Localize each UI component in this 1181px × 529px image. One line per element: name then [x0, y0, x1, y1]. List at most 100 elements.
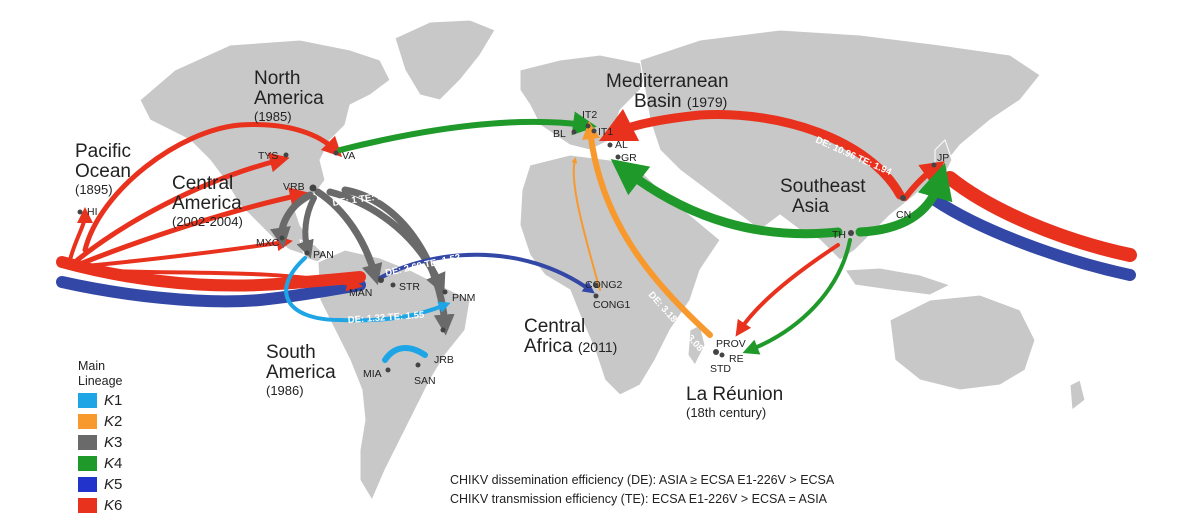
- region-pacific-name-1: Pacific: [75, 141, 131, 162]
- k6-to-mxc: [83, 235, 293, 268]
- legend-item: K2: [78, 411, 123, 431]
- site-hi: HI: [87, 206, 98, 218]
- flows: [56, 108, 1137, 363]
- region-sea-name-1: Southeast: [780, 176, 866, 197]
- region-caf-africa: Africa: [524, 336, 573, 357]
- site-cn: CN: [896, 209, 911, 221]
- new-zealand: [1069, 379, 1086, 411]
- region-med-name-1: Mediterranean: [606, 71, 729, 92]
- k6-to-vrb: [77, 187, 310, 267]
- legend-swatch: [78, 413, 97, 429]
- legend-item: K4: [78, 453, 123, 473]
- region-na-name-1: North: [254, 68, 301, 89]
- region-pacific-ocean: Pacific Ocean (1895): [75, 142, 131, 198]
- legend-letter: K: [104, 391, 115, 409]
- site-it1: IT1: [598, 126, 613, 138]
- region-caf-year: (2011): [577, 339, 618, 355]
- region-na-name-2: America: [254, 88, 324, 109]
- region-sa-name-2: America: [266, 362, 336, 383]
- k3-vrb-to-man: [314, 188, 383, 286]
- legend-title-1: Main: [78, 359, 106, 373]
- region-ca-name-1: Central: [172, 173, 234, 194]
- region-caf-name-1: Central: [524, 316, 586, 337]
- legend-swatch: [78, 434, 97, 450]
- region-sa-name-1: South: [266, 342, 316, 363]
- site-it2: IT2: [582, 109, 597, 121]
- site-str: STR: [399, 281, 420, 293]
- k6-th-to-prov: [735, 243, 840, 337]
- region-reunion-name: La Réunion: [686, 384, 784, 405]
- region-med-year: (1979): [686, 94, 728, 110]
- legend-letter: K: [104, 433, 115, 451]
- region-med-basin: Basin: [634, 91, 682, 112]
- legend-letter: K: [104, 475, 115, 493]
- k4-th-to-jp: [855, 162, 953, 237]
- region-mediterranean: Mediterranean Basin (1979): [606, 72, 729, 112]
- k3-vrb-to-mxc: [270, 191, 314, 249]
- site-gr: GR: [621, 152, 637, 164]
- legend-label: K3: [104, 433, 123, 451]
- region-na-year: (1985): [254, 109, 292, 124]
- site-jrb: JRB: [434, 354, 454, 366]
- site-pan: PAN: [313, 249, 334, 261]
- region-sea-name-2: Asia: [792, 196, 829, 217]
- k6-pacific-band-right: [943, 171, 1137, 262]
- site-std: STD: [710, 363, 731, 375]
- legend-title-2: Lineage: [78, 374, 123, 388]
- legend-label: K1: [104, 391, 123, 409]
- legend-item: K1: [78, 390, 123, 410]
- site-tys: TYS: [258, 150, 278, 162]
- site-vrb: VRB: [283, 181, 305, 193]
- k5-pacific-band-right: [929, 194, 1136, 281]
- site-va: VA: [342, 150, 355, 162]
- legend-label: K2: [104, 412, 123, 430]
- k4-th-to-re: [742, 238, 852, 355]
- region-sa-year: (1986): [266, 383, 304, 398]
- europe: [519, 54, 651, 151]
- legend-letter: K: [104, 412, 115, 430]
- legend-swatch: [78, 497, 97, 513]
- site-bl: BL: [553, 128, 566, 140]
- legend-label: K4: [104, 454, 123, 472]
- region-reunion-year: (18th century): [686, 405, 767, 420]
- legend-item: K6: [78, 495, 123, 515]
- site-san: SAN: [414, 375, 436, 387]
- legend-letter: K: [104, 496, 115, 514]
- region-ca-year: (2002-2004): [172, 214, 243, 229]
- site-prov: PROV: [716, 338, 746, 350]
- site-pnm: PNM: [452, 292, 475, 304]
- region-ca-name-2: America: [172, 193, 242, 214]
- k1-jrb-to-mia: [382, 345, 428, 363]
- site-th: TH: [832, 229, 846, 241]
- region-north-america: North America (1985): [254, 69, 324, 125]
- k6-to-man: [88, 268, 363, 292]
- region-central-africa: Central Africa (2011): [524, 317, 617, 357]
- k4-va-to-bl: [337, 111, 597, 153]
- legend-swatch: [78, 455, 97, 471]
- k6-th-to-it1: [598, 108, 905, 200]
- site-mia: MIA: [363, 368, 382, 380]
- region-south-america: South America (1986): [266, 343, 336, 399]
- region-central-america: Central America (2002-2004): [172, 174, 243, 230]
- region-pacific-name-2: Ocean: [75, 161, 131, 182]
- legend-letter: K: [104, 454, 115, 472]
- legend-label: K6: [104, 496, 123, 514]
- k6-to-tys: [72, 152, 290, 265]
- k2-cong-to-bl: [571, 157, 601, 291]
- region-southeast-asia: Southeast Asia: [780, 177, 866, 217]
- k2-prov-to-it2: [582, 121, 713, 338]
- site-cong2: CONG2: [585, 279, 623, 291]
- site-man: MAN: [349, 287, 372, 299]
- k3-vrb-to-pan: [296, 195, 317, 259]
- legend-swatch: [78, 476, 97, 492]
- site-al: AL: [615, 139, 628, 151]
- africa: [519, 154, 721, 396]
- region-pacific-year: (1895): [75, 182, 113, 197]
- note-dissemination: CHIKV dissemination efficiency (DE): ASI…: [450, 473, 835, 487]
- site-mxc: MXC: [256, 237, 280, 249]
- k6-to-hi: [68, 207, 93, 262]
- legend-item: K3: [78, 432, 123, 452]
